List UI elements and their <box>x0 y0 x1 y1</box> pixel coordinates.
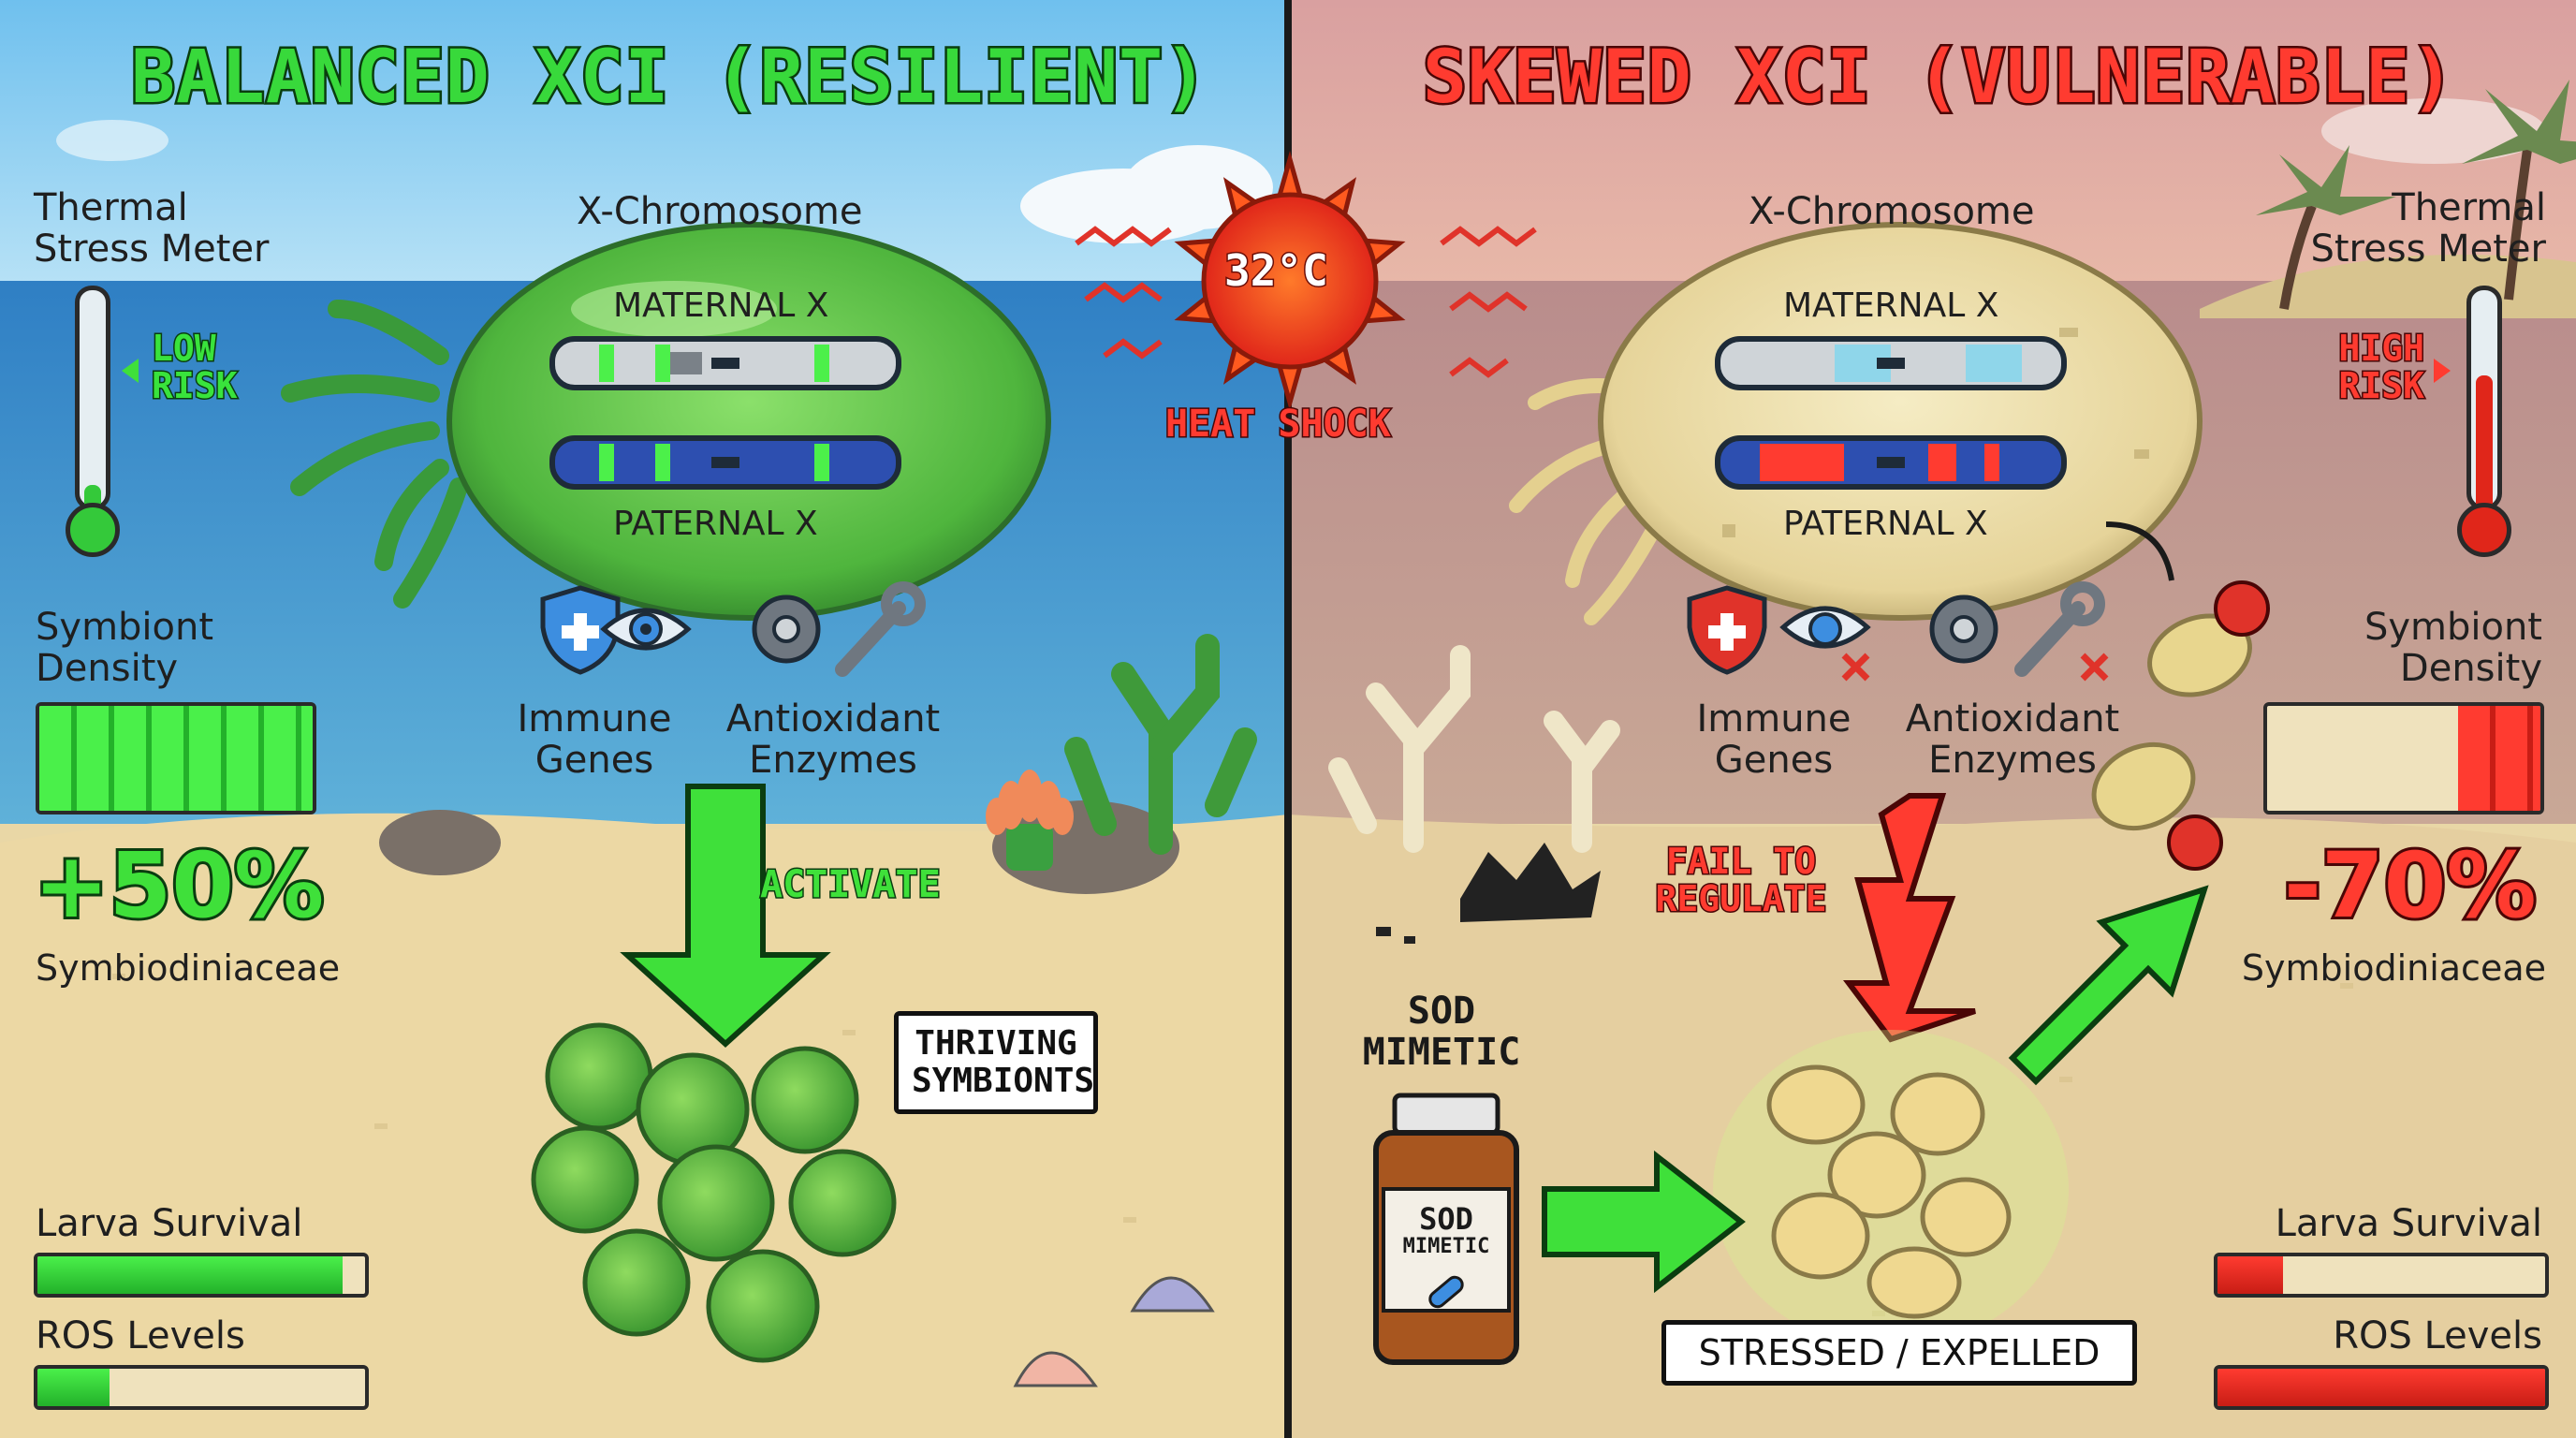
low-risk-label: LOW RISK <box>151 328 239 406</box>
right-density-bar <box>2263 702 2544 814</box>
low-risk-pointer <box>122 359 139 383</box>
stressed-bubble: STRESSED / EXPELLED <box>1661 1320 2137 1386</box>
right-antiox-label: Antioxidant Enzymes <box>1905 697 2120 782</box>
left-larva-survival-label: Larva Survival <box>36 1202 303 1245</box>
left-immune-label: Immune Genes <box>517 697 672 782</box>
right-density-change: -70% <box>2281 830 2539 941</box>
left-ros-fill <box>37 1369 110 1406</box>
right-ros-bar <box>2214 1365 2549 1410</box>
sod-bottle <box>1373 1093 1519 1365</box>
thriving-bubble: THRIVING SYMBIONTS <box>894 1011 1098 1114</box>
sun-icon <box>1174 150 1406 412</box>
heat-shock-label: HEAT SHOCK <box>1164 402 1393 448</box>
fail-to-regulate-label: FAIL TO REGULATE <box>1654 841 1828 919</box>
wrench-icon-left <box>835 581 926 677</box>
sod-bottle-label: SOD MIMETIC <box>1402 1201 1490 1258</box>
left-chromosome-label: X-Chromosome <box>577 190 863 233</box>
left-density-change: +50% <box>31 830 327 941</box>
right-thermometer <box>2457 286 2511 557</box>
left-density-species: Symbiodiniaceae <box>36 947 341 989</box>
right-maternal-label: MATERNAL X <box>1783 286 1999 325</box>
right-thermal-meter-label: Thermal Stress Meter <box>2310 186 2546 271</box>
right-ros-fill <box>2217 1369 2545 1406</box>
left-tentacles <box>281 300 468 609</box>
temperature-label: 32°C <box>1223 244 1330 298</box>
right-immune-label: Immune Genes <box>1696 697 1852 782</box>
right-density-species: Symbiodiniaceae <box>2241 947 2546 989</box>
left-density-fill <box>39 706 313 811</box>
right-ros-label: ROS Levels <box>2333 1314 2542 1357</box>
eye-icon-left <box>600 608 692 651</box>
left-paternal-label: PATERNAL X <box>613 505 818 543</box>
right-larva-survival-bar <box>2214 1253 2549 1298</box>
left-maternal-label: MATERNAL X <box>613 286 829 325</box>
right-title: SKEWED XCI (VULNERABLE) <box>1420 34 2456 123</box>
left-ros-label: ROS Levels <box>36 1314 245 1357</box>
left-thermal-meter-label: Thermal Stress Meter <box>34 186 270 271</box>
left-ros-bar <box>34 1365 369 1410</box>
left-symbiont-density-label: Symbiont Density <box>36 606 214 690</box>
right-chromosome-label: X-Chromosome <box>1749 190 2035 233</box>
left-density-bar <box>36 702 316 814</box>
high-risk-label: HIGH RISK <box>2337 328 2426 406</box>
left-title: BALANCED XCI (RESILIENT) <box>128 34 1209 123</box>
left-thermometer <box>66 286 120 557</box>
left-antiox-label: Antioxidant Enzymes <box>725 697 941 782</box>
right-density-fill <box>2458 706 2540 811</box>
right-larva-survival-fill <box>2217 1256 2283 1294</box>
left-larva-survival-bar <box>34 1253 369 1298</box>
sod-mimetic-title: SOD MIMETIC <box>1362 990 1521 1074</box>
right-thermometer-fill <box>2476 375 2493 510</box>
right-larva-survival-label: Larva Survival <box>2275 1202 2542 1245</box>
activate-label: ACTIVATE <box>759 862 943 908</box>
high-risk-pointer <box>2434 359 2451 383</box>
left-larva-survival-fill <box>37 1256 343 1294</box>
gear-icon-left <box>752 594 821 664</box>
right-symbiont-density-label: Symbiont Density <box>2364 606 2542 690</box>
right-paternal-label: PATERNAL X <box>1783 505 1988 543</box>
